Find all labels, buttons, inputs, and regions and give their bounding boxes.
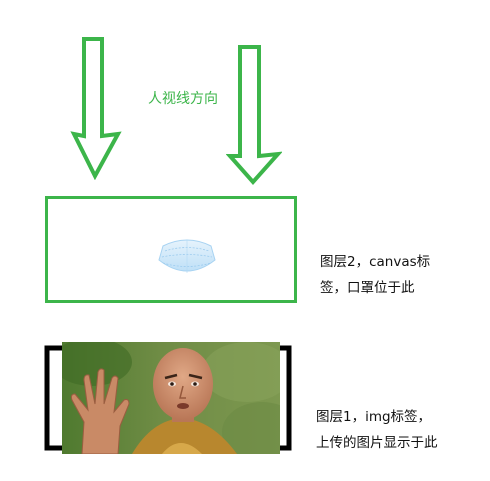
sight-direction-label: 人视线方向	[148, 91, 218, 107]
down-arrow-icon	[70, 37, 122, 180]
canvas-layer-note-line2: 签，口罩位于此	[320, 280, 415, 296]
portrait-photo	[62, 342, 280, 454]
canvas-layer-note: 图层2，canvas标 签，口罩位于此	[320, 249, 430, 301]
canvas-layer-note-line1: 图层2，canvas标	[320, 254, 431, 270]
face-mask-icon	[158, 239, 216, 273]
img-layer-note-line1: 图层1，img标签，	[316, 409, 432, 425]
img-layer-note: 图层1，img标签， 上传的图片显示于此	[316, 404, 438, 456]
img-layer-frame	[44, 345, 292, 451]
canvas-layer-box	[45, 196, 297, 303]
down-arrow-icon	[226, 45, 282, 186]
img-layer-note-line2: 上传的图片显示于此	[316, 435, 438, 451]
